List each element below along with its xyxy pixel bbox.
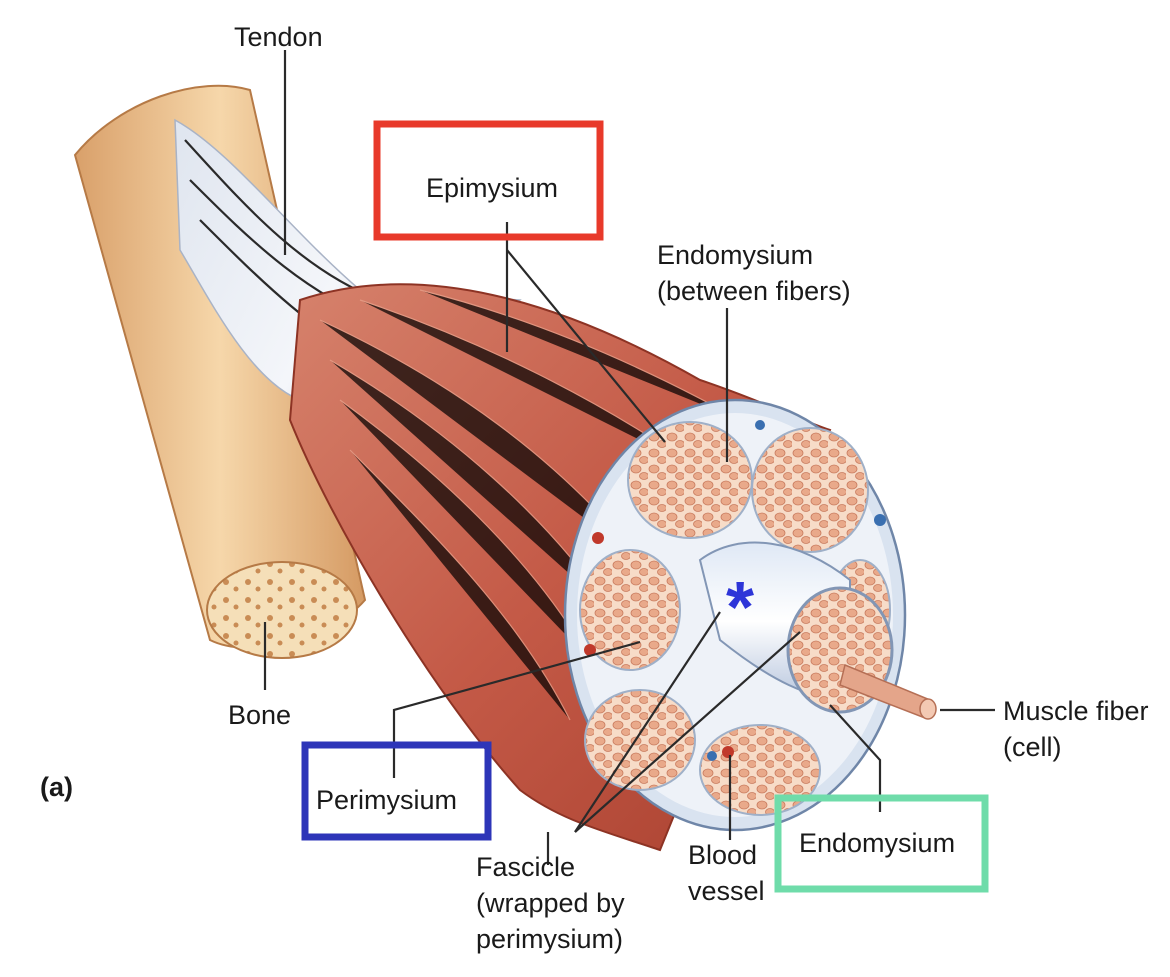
label-bone: Bone bbox=[228, 700, 291, 730]
label-perimysium: Perimysium bbox=[316, 785, 457, 815]
blood-vessel-dots bbox=[584, 420, 886, 761]
label-blood-vessel-line2: vessel bbox=[688, 876, 765, 906]
label-endomysium: Endomysium bbox=[799, 828, 955, 858]
label-muscle-fiber-line1: Muscle fiber bbox=[1003, 696, 1149, 726]
label-fascicle-line2: (wrapped by bbox=[476, 888, 625, 918]
asterisk-marker: * bbox=[726, 568, 754, 648]
label-fascicle-line1: Fascicle bbox=[476, 852, 575, 882]
perimysium-highlight-box bbox=[301, 741, 492, 841]
label-muscle-fiber-line2: (cell) bbox=[1003, 732, 1062, 762]
endomysium-highlight-box bbox=[774, 794, 989, 893]
epimysium-highlight-box bbox=[373, 120, 604, 241]
leader-lines bbox=[263, 50, 995, 865]
muscle-fiber-illustration bbox=[839, 663, 937, 720]
label-endomysium-between-line2: (between fibers) bbox=[657, 276, 851, 306]
label-panel: (a) bbox=[40, 772, 73, 802]
label-fascicle-line3: perimysium) bbox=[476, 924, 623, 954]
label-tendon: Tendon bbox=[234, 22, 323, 52]
bone-illustration bbox=[73, 84, 367, 659]
label-epimysium: Epimysium bbox=[426, 173, 558, 203]
label-endomysium-between-line1: Endomysium bbox=[657, 240, 813, 270]
muscle-cross-section bbox=[563, 398, 937, 832]
label-blood-vessel-line1: Blood bbox=[688, 840, 757, 870]
